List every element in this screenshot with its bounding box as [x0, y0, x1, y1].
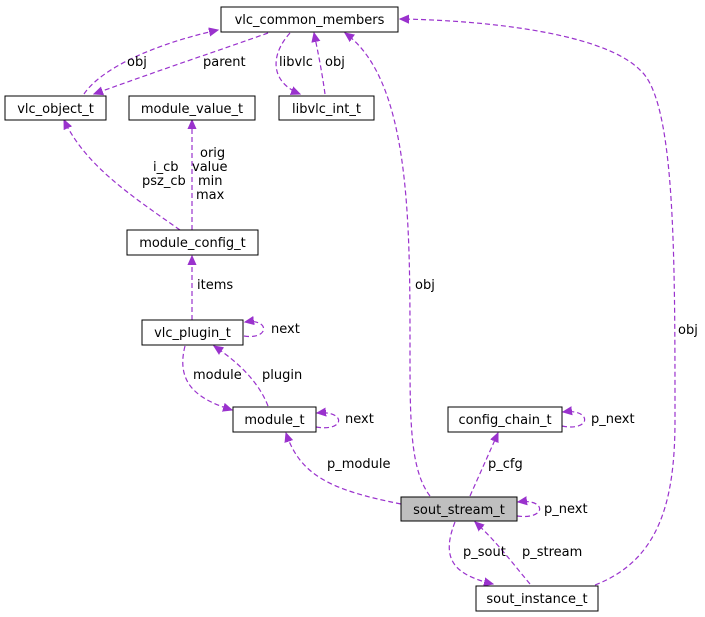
edge-instance-pstream-stream: [475, 522, 531, 585]
label-obj-object: obj: [127, 55, 147, 70]
label-max: max: [196, 188, 225, 203]
edge-chain-pnext-self: [562, 412, 586, 428]
label-min: min: [198, 174, 223, 189]
edge-module-plugin-plugin: [214, 346, 269, 407]
node-vlc-object-t-label: vlc_object_t: [17, 102, 94, 117]
label-p-cfg: p_cfg: [488, 457, 523, 472]
label-p-sout: p_sout: [463, 545, 506, 560]
label-next-plugin: next: [271, 322, 300, 337]
edge-common-parent-object: [94, 32, 269, 94]
edge-stream-pcfg-chain: [469, 433, 499, 497]
node-module-value-t[interactable]: module_value_t: [128, 95, 256, 121]
label-plugin: plugin: [262, 368, 302, 383]
node-module-value-t-label: module_value_t: [141, 102, 243, 117]
edge-stream-psout-instance: [448, 521, 493, 584]
label-obj-libvlcint: obj: [325, 55, 345, 70]
label-p-stream: p_stream: [522, 545, 582, 560]
label-items: items: [197, 278, 233, 293]
node-sout-stream-t[interactable]: sout_stream_t: [400, 496, 518, 522]
node-vlc-object-t[interactable]: vlc_object_t: [4, 95, 107, 121]
edges: [63, 19, 676, 586]
label-module: module: [193, 368, 242, 383]
edge-instance-obj-common: [400, 19, 676, 586]
label-p-next-chain: p_next: [591, 412, 635, 427]
label-parent: parent: [203, 55, 246, 70]
edge-labels: obj parent libvlc obj i_cb psz_cb orig v…: [127, 55, 698, 560]
edge-common-libvlc-libvlcint: [275, 32, 300, 94]
label-obj-stream: obj: [415, 278, 435, 293]
node-config-chain-t[interactable]: config_chain_t: [447, 406, 563, 433]
label-next-module: next: [345, 412, 374, 427]
label-libvlc: libvlc: [279, 55, 313, 70]
node-vlc-common-members-label: vlc_common_members: [235, 13, 385, 28]
node-module-t[interactable]: module_t: [232, 406, 317, 433]
label-psz-cb: psz_cb: [142, 174, 186, 189]
label-p-module: p_module: [327, 457, 390, 472]
edge-config-cb-object: [63, 120, 181, 231]
edge-module-next-self: [316, 413, 340, 429]
node-sout-instance-t-label: sout_instance_t: [486, 592, 587, 607]
node-vlc-plugin-t-label: vlc_plugin_t: [154, 326, 231, 341]
edge-libvlcint-obj-common: [314, 33, 326, 95]
node-vlc-common-members[interactable]: vlc_common_members: [220, 6, 399, 33]
label-orig: orig: [200, 146, 225, 161]
edge-stream-pnext-self: [517, 502, 541, 518]
node-module-config-t[interactable]: module_config_t: [126, 229, 259, 256]
label-obj-instance: obj: [678, 323, 698, 338]
label-value: value: [192, 160, 228, 175]
node-libvlc-int-t-label: libvlc_int_t: [292, 102, 361, 117]
edge-stream-obj-common: [345, 33, 431, 497]
node-libvlc-int-t[interactable]: libvlc_int_t: [278, 95, 375, 121]
node-sout-instance-t[interactable]: sout_instance_t: [475, 585, 599, 612]
node-module-config-t-label: module_config_t: [139, 236, 246, 251]
node-vlc-plugin-t[interactable]: vlc_plugin_t: [141, 319, 244, 346]
edge-plugin-next-self: [244, 322, 265, 338]
label-p-next-stream: p_next: [544, 502, 588, 517]
edge-plugin-module-module: [182, 345, 232, 410]
node-module-t-label: module_t: [244, 413, 304, 428]
edge-stream-pmodule-module: [286, 433, 402, 505]
edge-object-obj-common: [83, 30, 218, 95]
label-i-cb: i_cb: [153, 160, 179, 175]
node-config-chain-t-label: config_chain_t: [458, 413, 551, 428]
node-sout-stream-t-label: sout_stream_t: [413, 503, 505, 518]
